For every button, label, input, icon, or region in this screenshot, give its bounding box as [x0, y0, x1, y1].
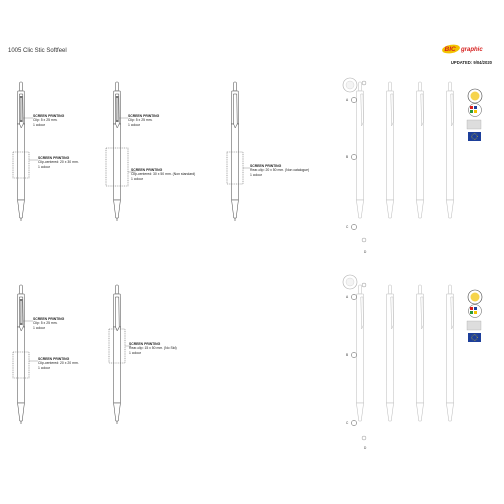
- page-title: 1005 Clic Stic Softfeel: [8, 48, 67, 54]
- row2-pen1-drawing: [17, 284, 25, 425]
- row2-pen1-barrel-label: SCREEN PRINTING Clip-centered: 20 x 20 m…: [38, 357, 79, 370]
- marker-c-row2: C: [346, 421, 349, 425]
- row2-pen1-clip-label: SCREEN PRINTING Clip: 5 x 25 mm. 1 colou…: [33, 317, 65, 330]
- row2-pen2-drawing: [113, 284, 121, 425]
- row1-pen2-clip-label: SCREEN PRINTING Clip: 5 x 25 mm. 1 colou…: [128, 114, 160, 127]
- updated-date: UPDATED: 9/04/2020: [450, 60, 492, 65]
- marker-d: D: [364, 250, 367, 254]
- marker-b-row2: B: [346, 353, 349, 357]
- row1-pen1-barrel-area: [12, 151, 30, 179]
- svg-text:graphic: graphic: [460, 47, 483, 53]
- row1-pen1-clip-label: SCREEN PRINTING Clip: 5 x 25 mm. 1 colou…: [33, 114, 65, 127]
- marker-a-row2: A: [346, 295, 349, 299]
- row1-pen3-barrel-area: [226, 151, 244, 185]
- row1-pen2-barrel-area: [105, 147, 129, 187]
- marker-c: C: [346, 225, 349, 229]
- row1-reference-pens: [342, 77, 483, 243]
- row1-pen2-barrel-label: SCREEN PRINTING Clip-centered: 30 x 50 m…: [131, 168, 196, 181]
- marker-b: B: [346, 155, 349, 159]
- bic-graphic-logo: BIC graphic: [440, 42, 492, 54]
- row1-pen2-drawing: [113, 81, 121, 222]
- row1-pen3-label: SCREEN PRINTING Rear-clip: 20 x 50 mm. (…: [250, 164, 310, 177]
- row1-pen1-barrel-label: SCREEN PRINTING Clip-centered: 20 x 30 m…: [38, 156, 79, 169]
- marker-d-row2: D: [364, 446, 367, 450]
- svg-text:BIC: BIC: [445, 46, 457, 53]
- row2-reference-pens: [342, 274, 483, 441]
- marker-a: A: [346, 98, 349, 102]
- row1-pen3-drawing: [231, 81, 239, 222]
- row1-pen1-drawing: [17, 81, 25, 222]
- row2-pen2-label: SCREEN PRINTING Rear-clip: 15 x 50 mm. (…: [129, 342, 177, 355]
- row2-pen1-barrel-area: [12, 351, 30, 379]
